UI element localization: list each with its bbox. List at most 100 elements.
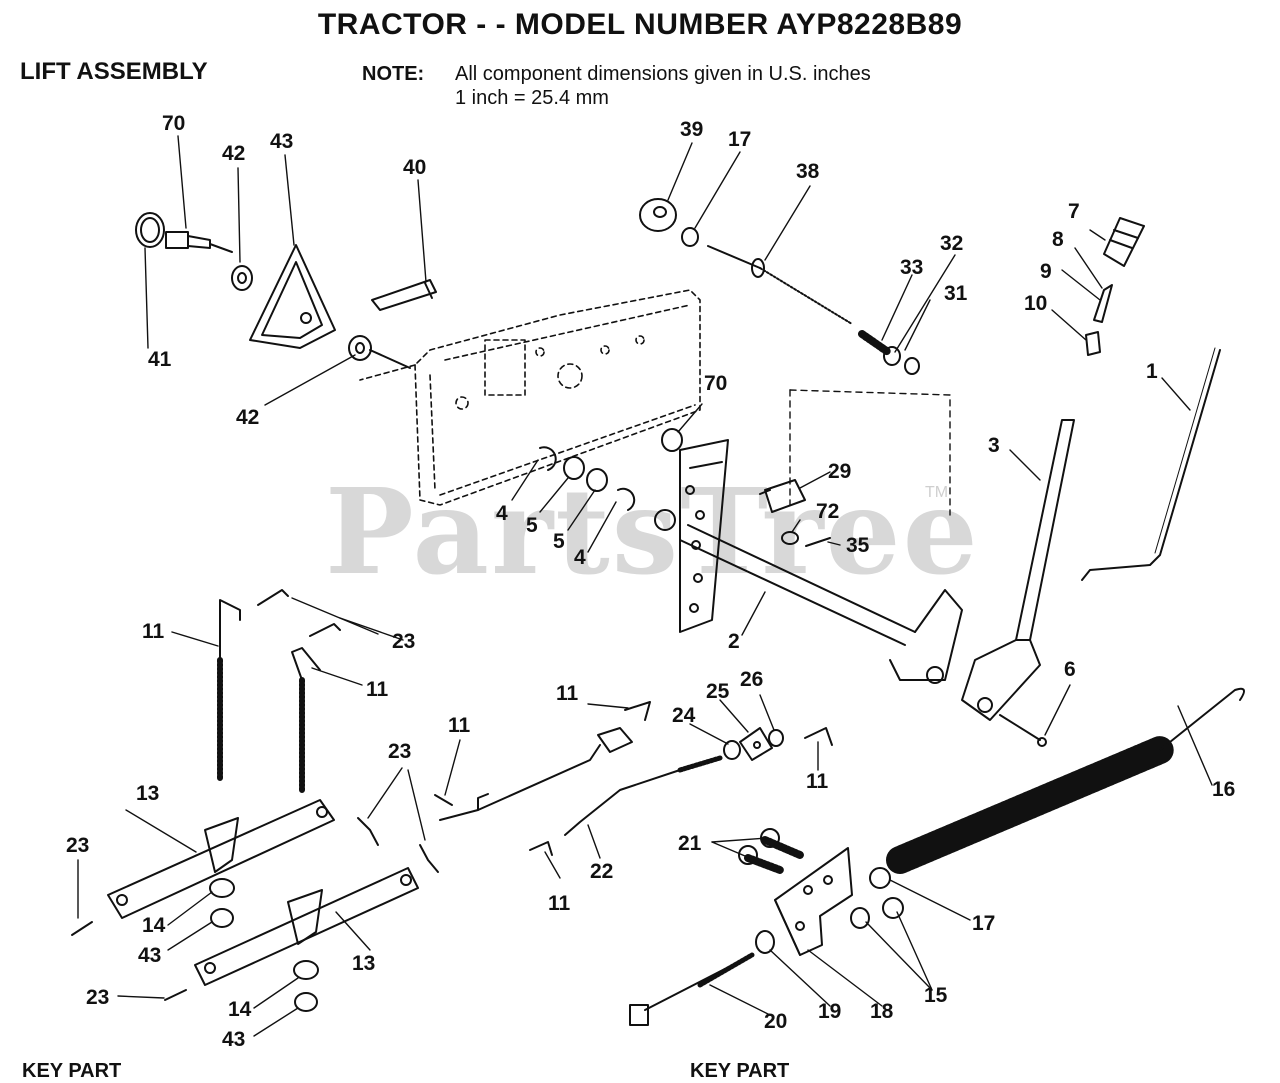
part-14-washer-a: [209, 878, 235, 898]
note-line-1: All component dimensions given in U.S. i…: [455, 63, 871, 85]
part-39-ring: [135, 212, 165, 248]
callout-25: 25: [706, 680, 730, 703]
part-15-nut-a: [850, 907, 870, 929]
part-19-washer: [755, 930, 775, 954]
callout-41-b: 43: [222, 1028, 245, 1051]
part-32-spring: [858, 330, 892, 356]
diagram-title: TRACTOR - - MODEL NUMBER AYP8228B89: [317, 8, 963, 41]
note-line-2: 1 inch = 25.4 mm: [455, 87, 609, 109]
part-12-clip-d: [804, 727, 833, 746]
part-5-washer-b: [586, 468, 608, 492]
part-22-rod-lower: [564, 755, 723, 836]
part-21-bolt-b: [738, 845, 784, 874]
part-23-pin-c: [71, 921, 93, 936]
leader-dashed-30: [789, 389, 951, 516]
callout-30: 31: [944, 282, 968, 305]
part-43-bracket: [249, 244, 336, 349]
part-35-knob: [639, 198, 677, 232]
callout-14-b: 14: [228, 998, 252, 1021]
part-30-nut: [904, 357, 920, 375]
callout-11-a: 11: [142, 620, 165, 643]
callout-4-b: 4: [574, 546, 586, 569]
callout-22: 22: [590, 860, 613, 883]
callout-3: 3: [988, 434, 1000, 457]
part-15-nut-b: [882, 897, 904, 919]
callout-10: 10: [1024, 292, 1047, 315]
part-10-nut: [1085, 331, 1101, 356]
part-14-washer-b: [293, 960, 319, 980]
part-18-bracket: [774, 847, 853, 956]
part-13-arm-b: [194, 867, 419, 986]
note-label: NOTE:: [362, 63, 425, 85]
callout-12-b: 11: [556, 682, 579, 705]
watermark-text: PartsTree: [325, 462, 980, 601]
callout-34: 38: [796, 160, 820, 183]
callout-40: 70: [162, 112, 185, 135]
part-4-clip-b: [617, 487, 636, 511]
callout-16: 16: [1212, 778, 1235, 801]
callout-12-a: 11: [448, 714, 471, 737]
part-12-clip-c: [529, 841, 553, 856]
part-12-clip-b: [624, 701, 651, 721]
leader-lines: [77, 135, 1213, 1037]
callout-11-b: 11: [366, 678, 389, 701]
callout-18: 18: [870, 1000, 894, 1023]
callout-29: 29: [828, 460, 851, 483]
part-23-pin-e: [357, 817, 379, 846]
callout-23-a: 23: [392, 630, 415, 653]
part-2-shaft: [654, 439, 963, 684]
part-11-link-b: [291, 647, 321, 793]
part-24-nut: [723, 740, 741, 760]
part-22-fitting-upper: [597, 727, 633, 753]
callout-70: 70: [704, 372, 727, 395]
part-72-nut: [781, 531, 799, 545]
part-22-rod-upper: [439, 744, 601, 821]
part-23-pin-d: [164, 989, 187, 1001]
part-11-link-a: [217, 599, 241, 783]
callout-72: 72: [816, 500, 839, 523]
part-31-washer: [883, 346, 901, 366]
callout-33: 35: [846, 534, 870, 557]
callout-13-a: 13: [136, 782, 159, 805]
part-41-nut-a: [210, 908, 234, 928]
callout-17-top: 17: [728, 128, 751, 151]
part-42-washer-b: [348, 335, 411, 369]
callout-35: 39: [680, 118, 703, 141]
part-5-washer-a: [563, 456, 585, 480]
callout-32: 33: [900, 256, 923, 279]
part-26-nut: [768, 729, 784, 747]
part-42-washer-a: [231, 265, 253, 291]
part-17-nut-top: [681, 227, 699, 247]
callout-23-d: 23: [388, 740, 411, 763]
part-20-bolt: [629, 952, 755, 1026]
part-16-spring: [886, 687, 1245, 874]
callout-26: 26: [740, 668, 763, 691]
callout-8: 8: [1052, 228, 1064, 251]
part-40-bolt: [165, 231, 233, 253]
callout-31: 32: [940, 232, 963, 255]
callout-1: 1: [1146, 360, 1158, 383]
part-1-rod: [1081, 347, 1221, 581]
callout-5-a: 5: [526, 514, 538, 537]
part-12-clip-a: [434, 794, 453, 806]
callout-38: 40: [403, 156, 426, 179]
callout-6: 6: [1064, 658, 1076, 681]
watermark-trademark: TM: [925, 484, 949, 501]
callout-19: 19: [818, 1000, 841, 1023]
part-4-clip-a: [539, 446, 557, 471]
callout-20: 20: [764, 1010, 787, 1033]
frame-outline: [359, 289, 701, 506]
callout-5-b: 5: [553, 530, 565, 553]
part-13-arm-a: [107, 799, 335, 919]
part-3-lever: [961, 419, 1075, 721]
callout-2: 2: [728, 630, 740, 653]
part-6-bolt: [999, 714, 1047, 747]
callout-24: 24: [672, 704, 696, 727]
callout-43: 43: [270, 130, 293, 153]
part-25-fitting: [739, 727, 773, 761]
part-34-rod: [707, 245, 853, 325]
part-33-screw: [805, 537, 831, 547]
callout-labels: 70 42 43 40 41 42 39 17 38 32 33 31 7 8 …: [66, 112, 1235, 1051]
callout-13-b: 13: [352, 952, 375, 975]
